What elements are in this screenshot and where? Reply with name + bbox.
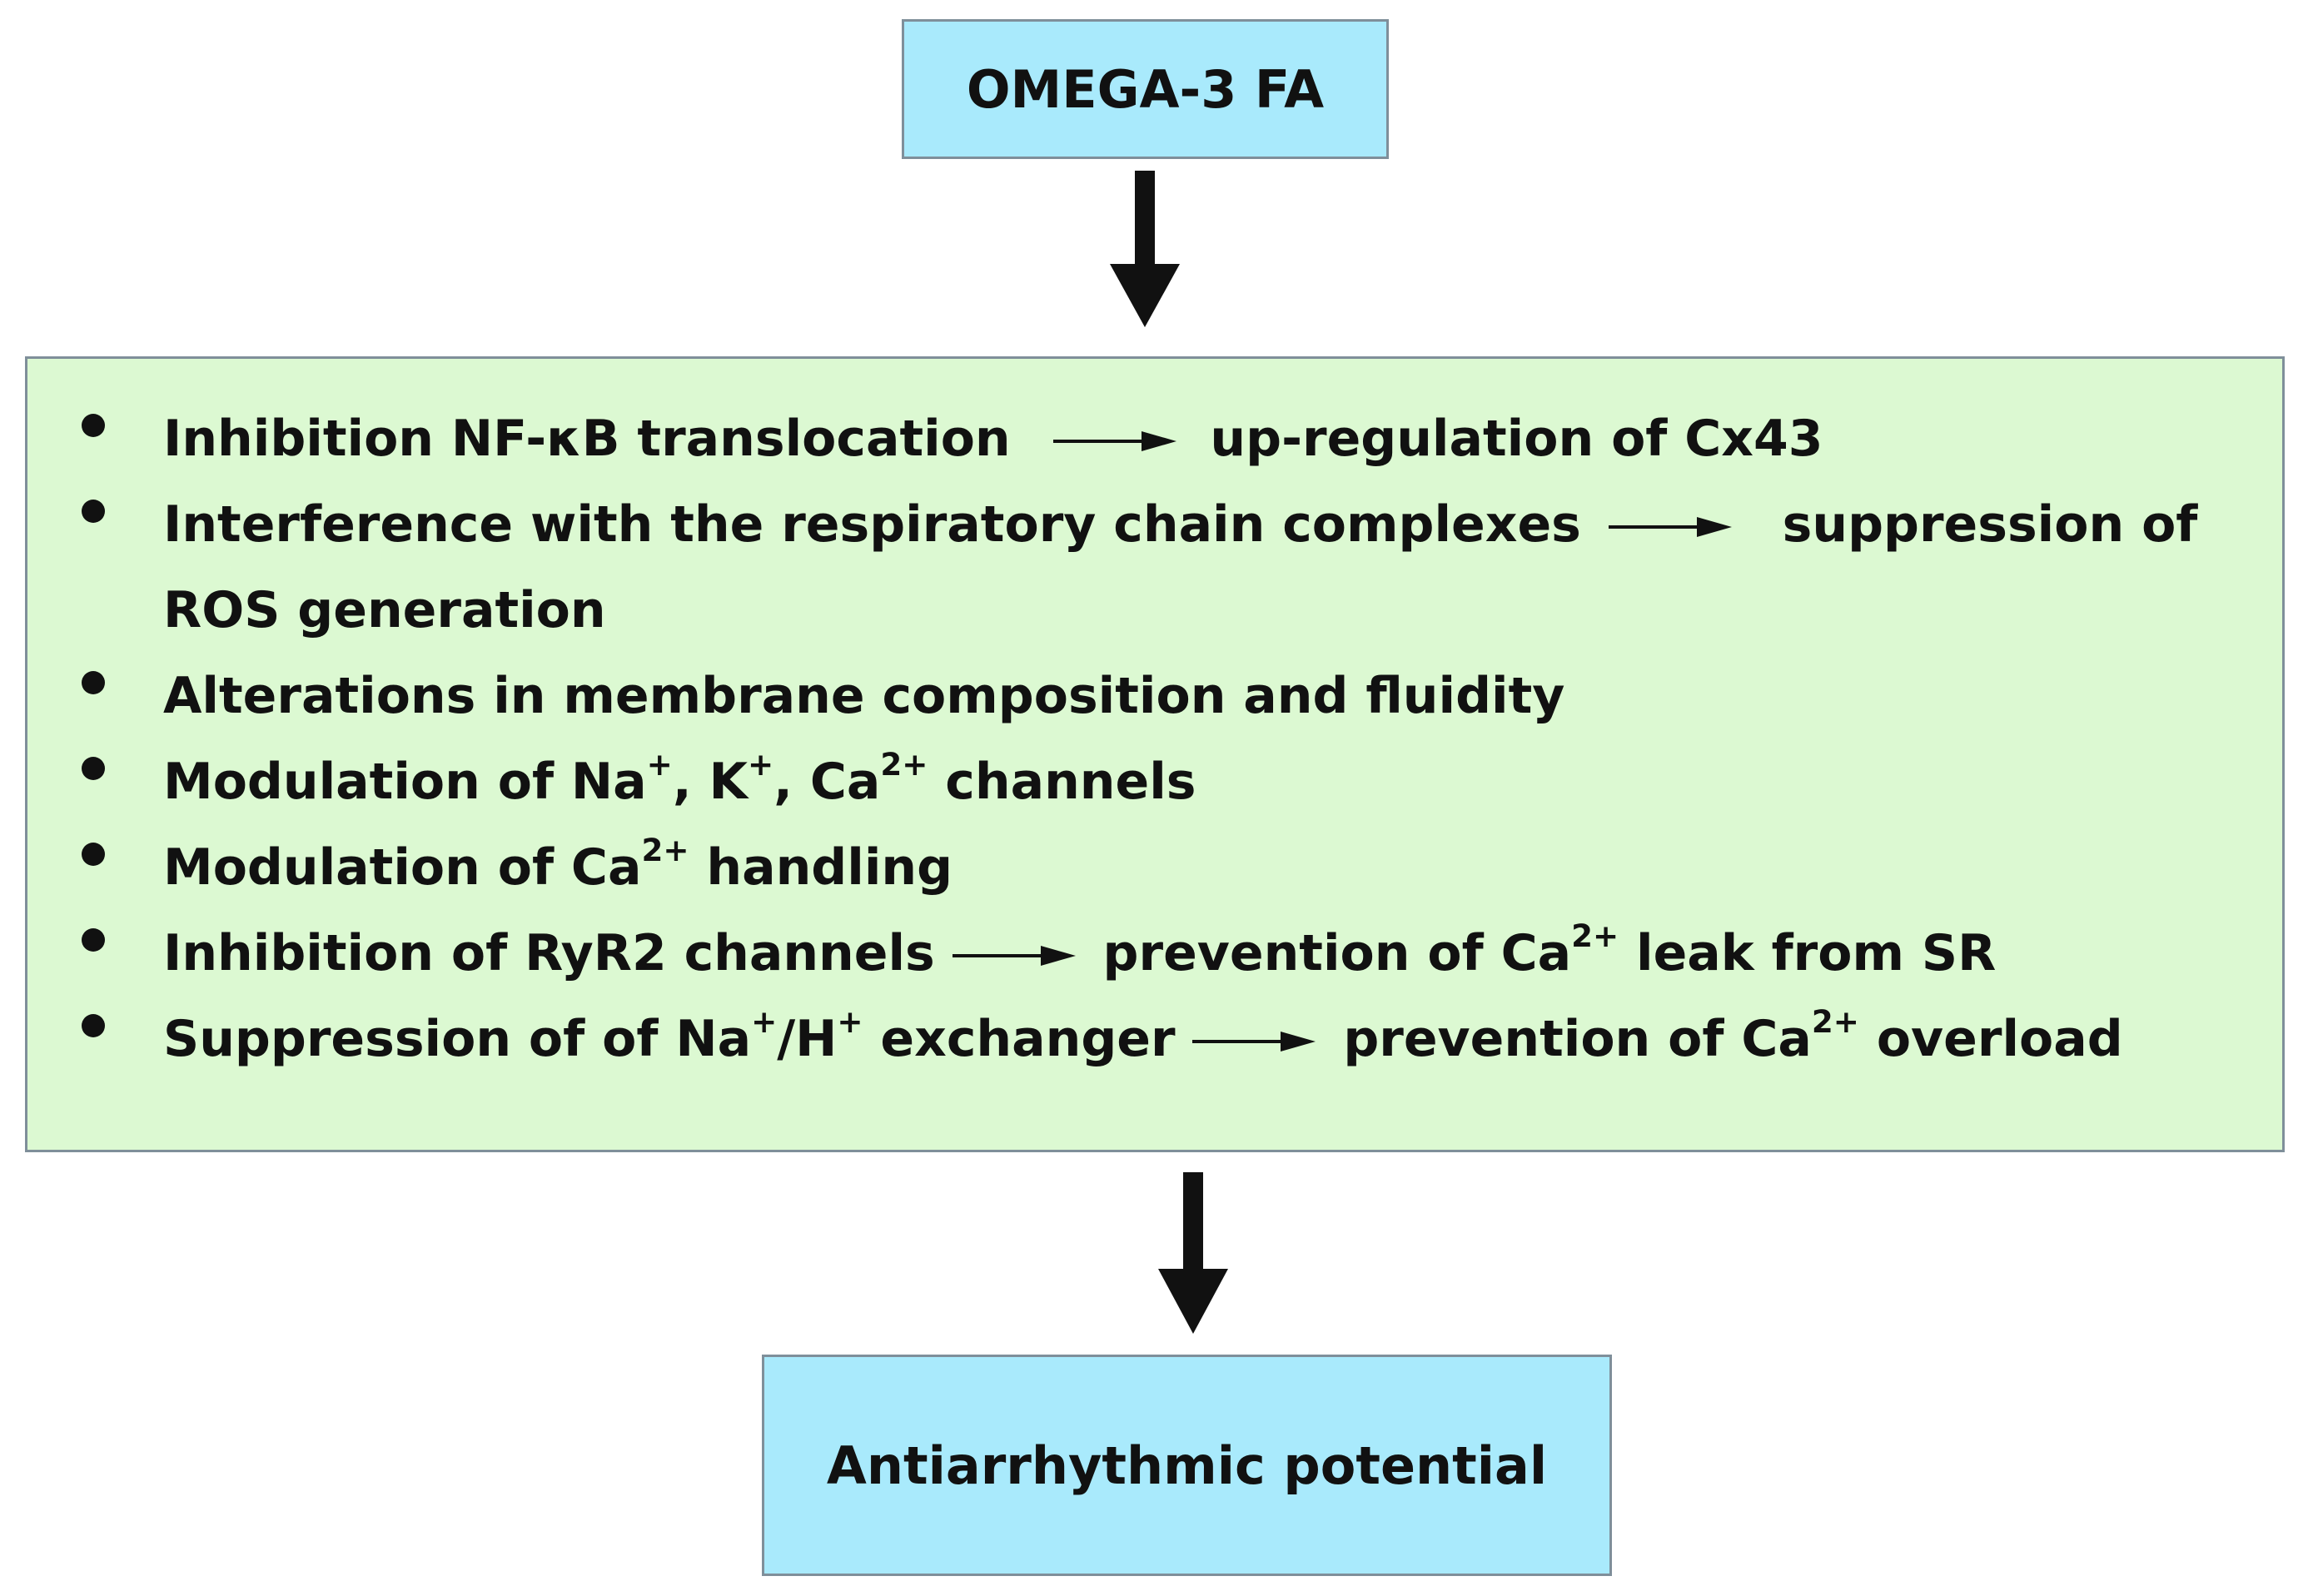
superscript: 2+: [1571, 917, 1619, 955]
bullet-icon: [82, 928, 105, 952]
mechanism-effect: up-regulation of Cx43: [1210, 410, 1823, 468]
text-segment: Modulation of Ca: [163, 838, 642, 897]
down-arrow-2: [1158, 1172, 1228, 1334]
omega-3-fa-label: OMEGA-3 FA: [966, 58, 1325, 120]
mechanism-text: Alterations in membrane composition and …: [163, 667, 1565, 725]
superscript: 2+: [641, 832, 689, 869]
antiarrhythmic-potential-label: Antiarrhythmic potential: [826, 1434, 1548, 1496]
mechanism-effect: suppression of: [1782, 495, 2198, 554]
text-segment: overload: [1858, 1010, 2123, 1068]
text-segment: handling: [689, 838, 953, 897]
text-segment: Modulation of Na: [163, 753, 647, 811]
text-segment: leak from SR: [1619, 924, 1997, 982]
right-arrow-icon: [1052, 431, 1176, 452]
mechanism-cause: Interference with the respiratory chain …: [163, 495, 1581, 554]
bullet-icon: [82, 1014, 105, 1037]
down-arrow-1: [1110, 171, 1180, 327]
superscript: 2+: [1811, 1003, 1859, 1041]
superscript: +: [748, 746, 774, 783]
mechanism-cause: Inhibition of RyR2 channels: [163, 924, 935, 982]
bullet-icon: [82, 414, 105, 437]
text-segment: , K: [672, 753, 748, 811]
bullet-icon: [82, 500, 105, 523]
text-segment: channels: [928, 753, 1196, 811]
right-arrow-icon: [1192, 1032, 1316, 1052]
text-segment: prevention of Ca: [1102, 924, 1572, 982]
right-arrow-icon: [952, 946, 1076, 967]
superscript: +: [751, 1003, 778, 1041]
bullet-icon: [82, 671, 105, 694]
superscript: +: [646, 746, 673, 783]
text-segment: prevention of Ca: [1343, 1010, 1812, 1068]
text-segment: exchanger: [863, 1010, 1176, 1068]
antiarrhythmic-potential-box: Antiarrhythmic potential: [762, 1355, 1612, 1576]
bullet-icon: [82, 757, 105, 780]
superscript: 2+: [880, 746, 928, 783]
superscript: +: [837, 1003, 863, 1041]
mechanism-continuation: ROS generation: [163, 581, 606, 639]
mechanisms-box: Inhibition NF-κB translocation up-regula…: [25, 356, 2285, 1152]
text-segment: Suppression of of Na: [163, 1010, 752, 1068]
right-arrow-icon: [1608, 517, 1732, 538]
omega-3-fa-box: OMEGA-3 FA: [902, 19, 1389, 159]
bullet-icon: [82, 843, 105, 866]
text-segment: , Ca: [773, 753, 881, 811]
mechanism-cause: Inhibition NF-κB translocation: [163, 410, 1011, 468]
text-segment: /H: [777, 1010, 838, 1068]
